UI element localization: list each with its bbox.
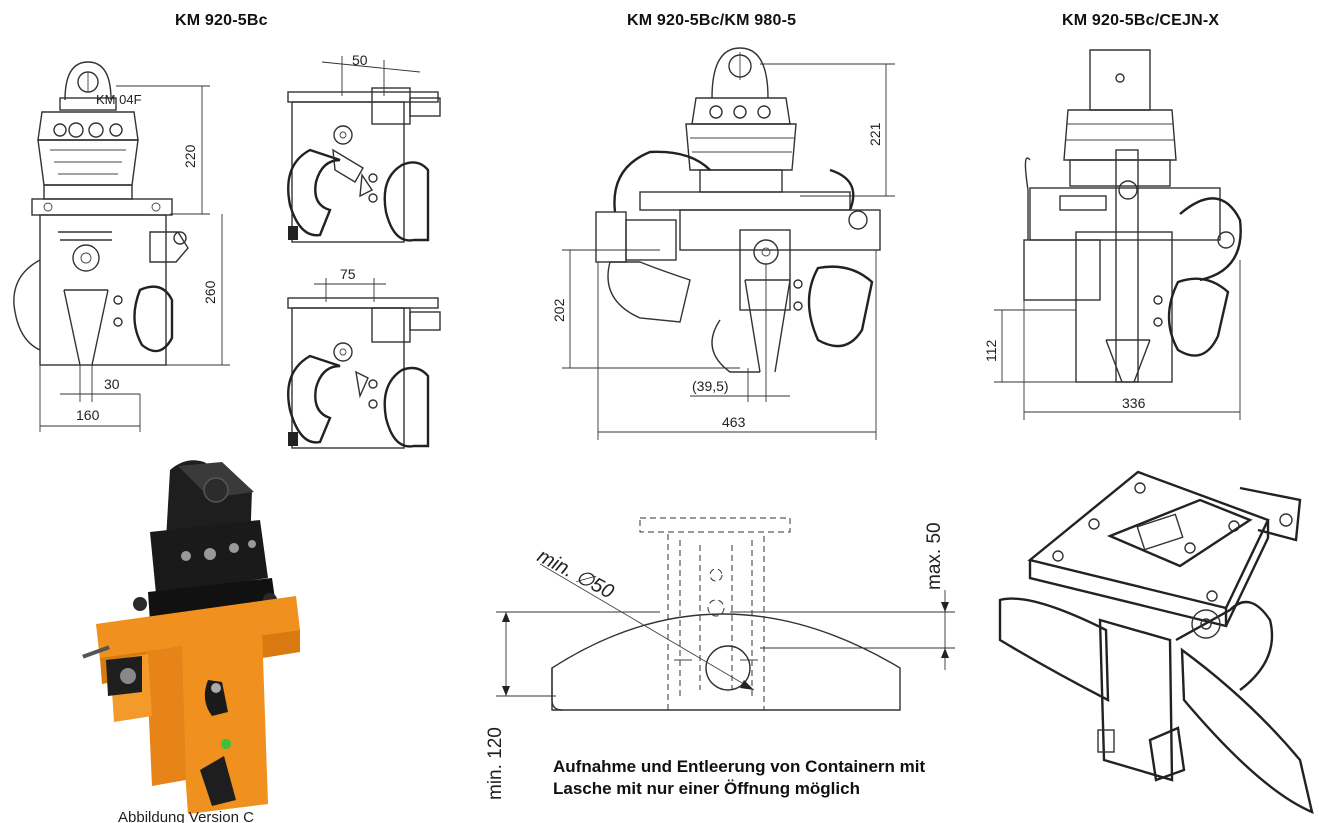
photo-caption: Abbildung Version C [118, 809, 254, 823]
label-min-120: min. 120 [485, 727, 506, 800]
dim-463: 463 [722, 414, 746, 430]
product-photo [82, 460, 300, 814]
drawing-km920-front: KM 04F 220 260 30 160 [13, 61, 230, 432]
dim-336: 336 [1122, 395, 1146, 411]
dim-75: 75 [340, 266, 356, 282]
dim-112: 112 [983, 339, 999, 362]
drawing-side-view-bottom: 75 [287, 266, 441, 449]
dim-30: 30 [104, 376, 120, 392]
label-km04f: KM 04F [96, 92, 142, 107]
dim-260: 260 [202, 280, 218, 304]
drawing-side-view-top: 50 [287, 52, 441, 243]
label-max-50: max. 50 [924, 522, 945, 590]
dim-39-5: (39,5) [692, 378, 729, 394]
note-line-2: Lasche mit nur einer Öffnung möglich [553, 779, 860, 798]
title-km920-5bc-km980-5: KM 920-5Bc/KM 980-5 [627, 12, 797, 29]
isometric-drawing [998, 470, 1314, 815]
dim-221: 221 [867, 122, 883, 146]
dim-220: 220 [182, 144, 198, 168]
title-km920-5bc-cejn-x: KM 920-5Bc/CEJN-X [1062, 12, 1220, 29]
drawing-km920-km980: 221 202 (39,5) 463 [551, 47, 895, 440]
dim-160: 160 [76, 407, 100, 423]
label-min-diameter-50: min. ∅50 [534, 545, 618, 603]
container-note: Aufnahme und Entleerung von Containern m… [553, 756, 925, 800]
dim-202: 202 [551, 298, 567, 322]
title-km920-5bc: KM 920-5Bc [175, 12, 268, 29]
drawing-km920-cejn-x: 112 336 [983, 49, 1242, 420]
dim-50: 50 [352, 52, 368, 68]
note-line-1: Aufnahme und Entleerung von Containern m… [553, 757, 926, 776]
